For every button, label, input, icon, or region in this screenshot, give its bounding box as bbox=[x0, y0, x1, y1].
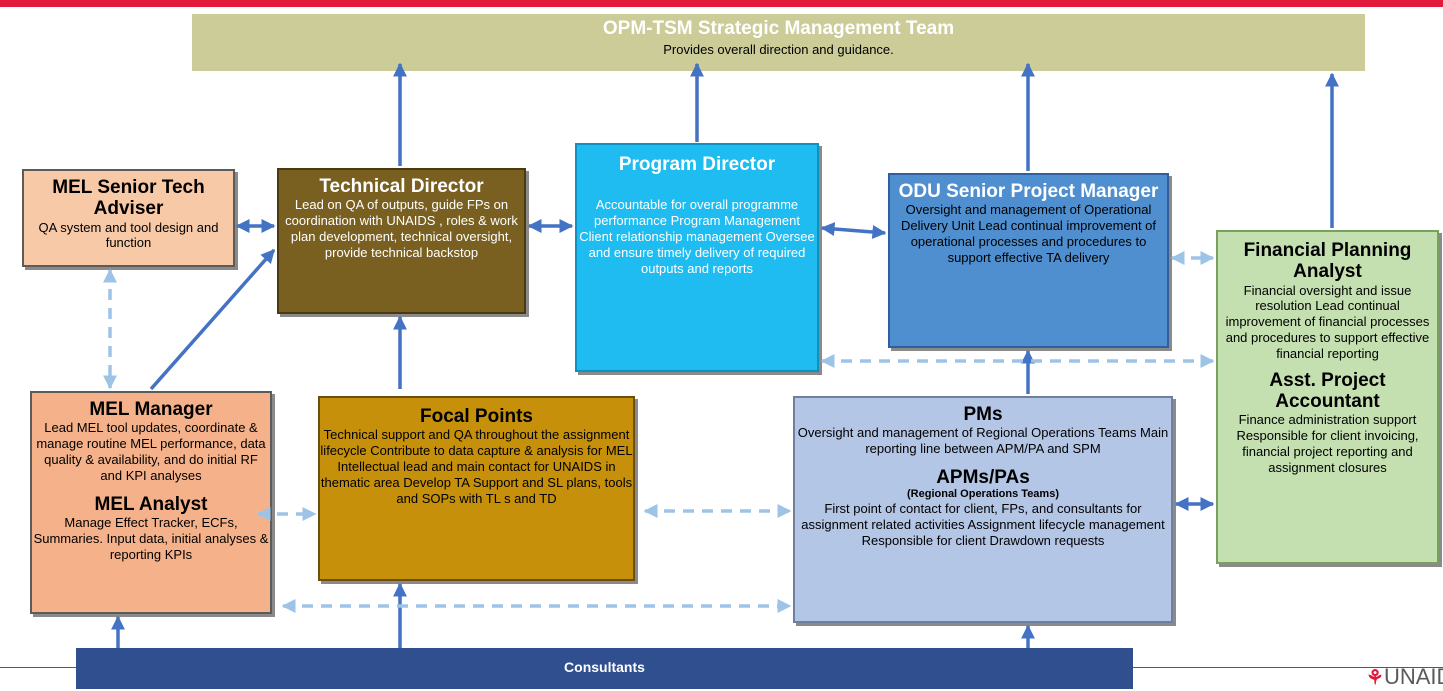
technical-director-box: Technical Director Lead on QA of outputs… bbox=[277, 168, 526, 314]
program-director-box: Program Director Accountable for overall… bbox=[575, 143, 819, 372]
focal-points-box: Focal Points Technical support and QA th… bbox=[318, 396, 635, 581]
mel-senior-title: MEL Senior Tech Adviser bbox=[52, 177, 205, 220]
arrow-mel-manager-to-tech-director bbox=[149, 248, 276, 391]
opm-title: OPM-TSM Strategic Management Team bbox=[602, 18, 955, 39]
odu-title: ODU Senior Project Manager bbox=[898, 181, 1159, 202]
mel-senior-body: QA system and tool design and function bbox=[38, 219, 219, 251]
accountant-title: Asst. Project Accountant bbox=[1269, 369, 1386, 413]
tech-director-title: Technical Director bbox=[319, 176, 484, 197]
pms-title: PMs bbox=[963, 404, 1003, 425]
financial-title: Financial Planning Analyst bbox=[1243, 240, 1412, 283]
apms-subtitle: (Regional Operations Teams) bbox=[907, 488, 1059, 501]
mel-manager-title: MEL Manager bbox=[89, 399, 213, 420]
financial-planning-analyst-box: Financial Planning Analyst Financial ove… bbox=[1216, 230, 1439, 564]
arrow-program-director-odu bbox=[820, 222, 887, 239]
mel-senior-tech-adviser-box: MEL Senior Tech Adviser QA system and to… bbox=[22, 169, 235, 267]
consultants-title: Consultants bbox=[564, 659, 645, 675]
pms-box: PMs Oversight and management of Regional… bbox=[793, 396, 1173, 623]
program-director-title: Program Director bbox=[618, 154, 776, 175]
apms-body: First point of contact for client, FPs, … bbox=[801, 501, 1165, 549]
footer-line-right bbox=[1133, 667, 1443, 668]
unaids-logo: ⚘UNAIDS bbox=[1366, 664, 1443, 690]
consultants-bar: Consultants bbox=[76, 648, 1133, 689]
mel-manager-body: Lead MEL tool updates, coordinate & mana… bbox=[36, 420, 266, 483]
pms-body: Oversight and management of Regional Ope… bbox=[797, 425, 1169, 457]
footer-line-left bbox=[0, 667, 76, 668]
ribbon-icon: ⚘ bbox=[1366, 667, 1384, 689]
odu-senior-project-manager-box: ODU Senior Project Manager Oversight and… bbox=[888, 173, 1169, 348]
odu-body: Oversight and management of Operational … bbox=[900, 202, 1157, 265]
tech-director-body: Lead on QA of outputs, guide FPs on coor… bbox=[285, 197, 518, 260]
opm-strategic-team-box: OPM-TSM Strategic Management Team Provid… bbox=[192, 14, 1365, 71]
apms-title: APMs/PAs bbox=[936, 466, 1030, 488]
financial-body: Financial oversight and issue resolution… bbox=[1225, 282, 1430, 361]
logo-text: UNAIDS bbox=[1383, 664, 1443, 689]
accountant-body: Finance administration support Responsib… bbox=[1236, 412, 1419, 475]
top-accent-bar bbox=[0, 0, 1443, 7]
opm-body: Provides overall direction and guidance. bbox=[663, 42, 894, 58]
mel-manager-box: MEL Manager Lead MEL tool updates, coord… bbox=[30, 391, 272, 614]
focal-points-title: Focal Points bbox=[420, 406, 533, 427]
mel-analyst-body: Manage Effect Tracker, ECFs, Summaries. … bbox=[33, 514, 269, 562]
mel-analyst-title: MEL Analyst bbox=[94, 493, 208, 515]
focal-points-body: Technical support and QA throughout the … bbox=[320, 427, 633, 506]
program-director-body: Accountable for overall programme perfor… bbox=[579, 197, 815, 276]
